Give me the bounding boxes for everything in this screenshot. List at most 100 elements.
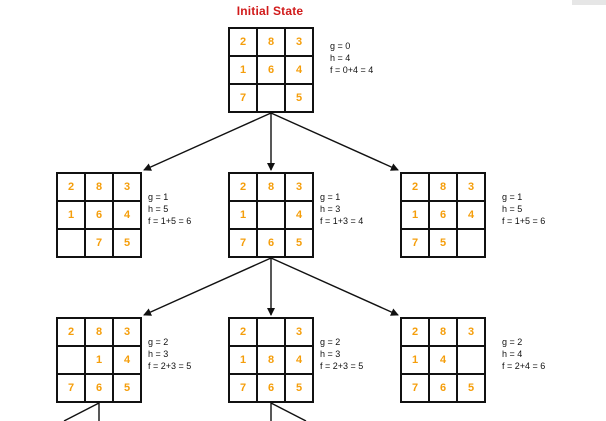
stat-f: f = 0+4 = 4 [330, 65, 374, 75]
tile: 1 [85, 346, 113, 374]
stat-h: h = 3 [320, 204, 341, 214]
tile: 5 [285, 229, 313, 257]
empty-tile [57, 346, 85, 374]
tile: 2 [229, 173, 257, 201]
tile: 4 [113, 346, 141, 374]
tile: 7 [229, 374, 257, 402]
tile: 7 [85, 229, 113, 257]
stat-g: g = 1 [320, 192, 341, 202]
node-stats-l2-left: g = 2 h = 3 f = 2+3 = 5 [148, 336, 191, 372]
edge-root-to-l1-left [143, 112, 272, 171]
stat-g: g = 0 [330, 41, 351, 51]
tile: 3 [285, 28, 313, 56]
node-stats-root: g = 0 h = 4 f = 0+4 = 4 [330, 40, 373, 76]
edge-l1-mid-to-l2-left [143, 257, 272, 316]
tile: 7 [229, 229, 257, 257]
stat-f: f = 1+5 = 6 [148, 216, 192, 226]
stat-g: g = 2 [502, 337, 523, 347]
tile: 1 [401, 201, 429, 229]
tile: 1 [229, 201, 257, 229]
tile: 4 [457, 201, 485, 229]
tile: 5 [285, 84, 313, 112]
stat-g: g = 1 [148, 192, 169, 202]
tile: 1 [229, 346, 257, 374]
tile: 5 [429, 229, 457, 257]
tile: 3 [285, 318, 313, 346]
stat-f: f = 2+3 = 5 [320, 361, 364, 371]
tile: 6 [257, 56, 285, 84]
tile: 6 [257, 374, 285, 402]
tile: 1 [229, 56, 257, 84]
tile: 8 [429, 173, 457, 201]
tile: 5 [113, 229, 141, 257]
stat-f: f = 2+3 = 5 [148, 361, 192, 371]
tile: 8 [257, 346, 285, 374]
tile: 7 [401, 374, 429, 402]
stat-f: f = 2+4 = 6 [502, 361, 546, 371]
tile: 3 [457, 173, 485, 201]
window-edge-strip [572, 0, 606, 5]
stat-f: f = 1+5 = 6 [502, 216, 546, 226]
stat-g: g = 2 [148, 337, 169, 347]
diagram-title: Initial State [236, 4, 304, 18]
tile: 4 [113, 201, 141, 229]
tile: 1 [401, 346, 429, 374]
tile: 1 [57, 201, 85, 229]
tile: 2 [229, 318, 257, 346]
tile: 3 [113, 318, 141, 346]
tile: 8 [257, 173, 285, 201]
node-stats-l1-right: g = 1 h = 5 f = 1+5 = 6 [502, 191, 545, 227]
empty-tile [457, 229, 485, 257]
tile: 8 [429, 318, 457, 346]
tile: 7 [401, 229, 429, 257]
tile: 4 [285, 346, 313, 374]
stat-h: h = 3 [320, 349, 341, 359]
empty-tile [257, 201, 285, 229]
stat-g: g = 2 [320, 337, 341, 347]
stat-g: g = 1 [502, 192, 523, 202]
continuation-edge-left-diag [63, 402, 100, 421]
tile: 6 [85, 201, 113, 229]
tile: 6 [257, 229, 285, 257]
tile: 3 [457, 318, 485, 346]
edge-root-to-l1-right [270, 112, 399, 171]
tile: 2 [57, 318, 85, 346]
tile: 2 [401, 173, 429, 201]
empty-tile [457, 346, 485, 374]
stat-h: h = 5 [502, 204, 523, 214]
tile: 6 [85, 374, 113, 402]
tile: 4 [429, 346, 457, 374]
tile: 5 [113, 374, 141, 402]
continuation-edge-mid-diag [270, 402, 307, 421]
tile: 2 [229, 28, 257, 56]
empty-tile [57, 229, 85, 257]
stat-h: h = 4 [502, 349, 523, 359]
tile: 3 [113, 173, 141, 201]
tile: 7 [57, 374, 85, 402]
tile: 8 [85, 318, 113, 346]
tile: 4 [285, 56, 313, 84]
node-stats-l2-mid: g = 2 h = 3 f = 2+3 = 5 [320, 336, 363, 372]
tile: 7 [229, 84, 257, 112]
empty-tile [257, 84, 285, 112]
tile: 5 [457, 374, 485, 402]
tile: 3 [285, 173, 313, 201]
tile: 8 [85, 173, 113, 201]
tile: 5 [285, 374, 313, 402]
edge-l1-mid-to-l2-right [270, 257, 399, 316]
stat-h: h = 4 [330, 53, 351, 63]
empty-tile [257, 318, 285, 346]
stat-h: h = 3 [148, 349, 169, 359]
tile: 8 [257, 28, 285, 56]
